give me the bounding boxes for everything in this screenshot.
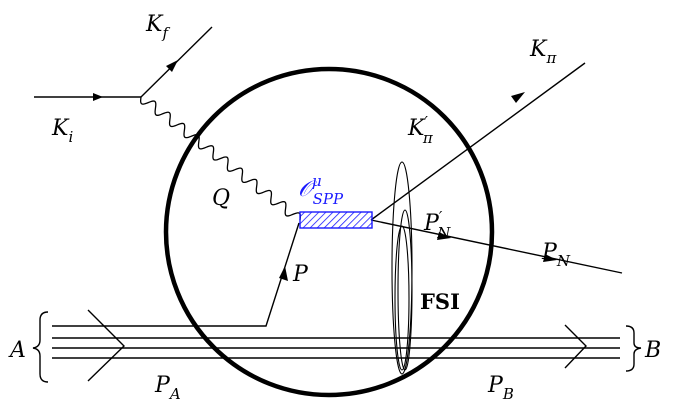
brace-a <box>32 311 49 383</box>
fsi-ellipse-middle <box>397 209 413 371</box>
nucleon-arrow-inner <box>437 232 451 240</box>
fsi-ellipse-inner <box>394 225 410 371</box>
photon-line <box>139 96 302 221</box>
label-k-pi: Kπ <box>529 37 557 67</box>
label-b: B <box>644 338 661 363</box>
label-k-pi-prime: K′π <box>407 113 434 147</box>
label-a: A <box>8 338 26 363</box>
pion-arrow <box>511 92 525 103</box>
label-p-a: PA <box>154 373 181 403</box>
label-p-b: PB <box>487 373 514 403</box>
incoming-lepton-arrow <box>93 93 103 101</box>
label-p-n-prime: P′N <box>423 208 451 242</box>
label-k-i: Ki <box>51 116 73 146</box>
nucleus-circle <box>163 66 495 398</box>
outgoing-hadron-chevron <box>564 324 587 369</box>
struck-parton-arrow <box>279 266 288 281</box>
label-p-n: PN <box>541 240 571 270</box>
nucleon-arrow-outer <box>543 254 557 262</box>
nucleon-line <box>370 219 623 274</box>
label-p: P <box>292 262 309 287</box>
struck-parton-line <box>52 222 300 327</box>
incoming-hadron-chevron <box>87 309 125 382</box>
outgoing-lepton-arrow <box>166 60 178 72</box>
label-q: Q <box>212 186 230 211</box>
pion-line <box>370 62 586 221</box>
label-fsi: FSI <box>420 289 460 314</box>
spp-operator-vertex <box>299 211 373 229</box>
brace-b <box>625 325 642 372</box>
fsi-ellipse-outer <box>391 161 413 375</box>
label-k-f: Kf <box>145 12 170 42</box>
